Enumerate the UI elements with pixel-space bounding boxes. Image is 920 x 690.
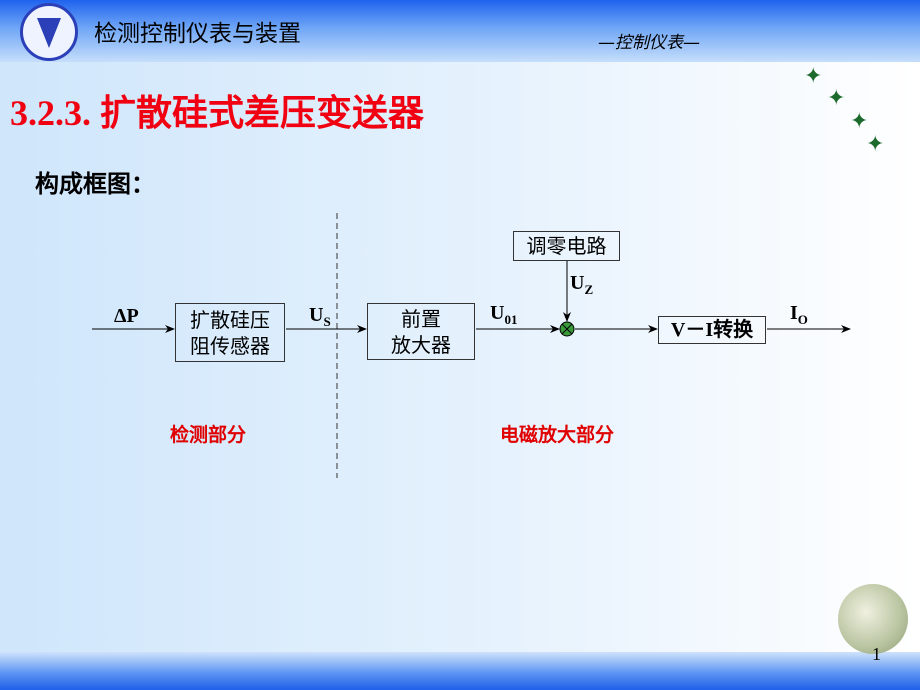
u01-label: U01 xyxy=(490,302,518,327)
slide-subtitle: 构成框图： xyxy=(35,170,155,198)
footer-bar xyxy=(0,652,920,690)
amp-section-label: 电磁放大部分 xyxy=(500,424,615,446)
zero-circuit-block: 调零电路 xyxy=(513,231,620,261)
uz-label: UZ xyxy=(570,272,594,297)
star-icon: ✦ xyxy=(866,132,885,157)
preamp-block: 前置放大器 xyxy=(367,303,475,360)
page-number: 1 xyxy=(872,644,881,664)
us-label: US xyxy=(309,304,331,329)
detect-section-label: 检测部分 xyxy=(170,424,247,446)
globe-icon xyxy=(838,584,908,654)
slide-title: 3.2.3. 扩散硅式差压变送器 xyxy=(10,93,425,133)
header-bar xyxy=(0,0,920,62)
course-title: 检测控制仪表与装置 xyxy=(94,21,301,47)
summing-junction xyxy=(559,321,575,337)
sensor-block: 扩散硅压阻传感器 xyxy=(175,303,285,362)
vi-converter-block: V－I转换 xyxy=(658,316,766,344)
input-label: ΔP xyxy=(114,305,139,327)
course-subtitle: —控制仪表— xyxy=(598,33,700,53)
star-icon: ✦ xyxy=(827,86,846,111)
star-icon: ✦ xyxy=(804,64,823,89)
university-logo xyxy=(20,3,78,61)
io-label: IO xyxy=(790,302,808,327)
star-icon: ✦ xyxy=(850,109,869,134)
